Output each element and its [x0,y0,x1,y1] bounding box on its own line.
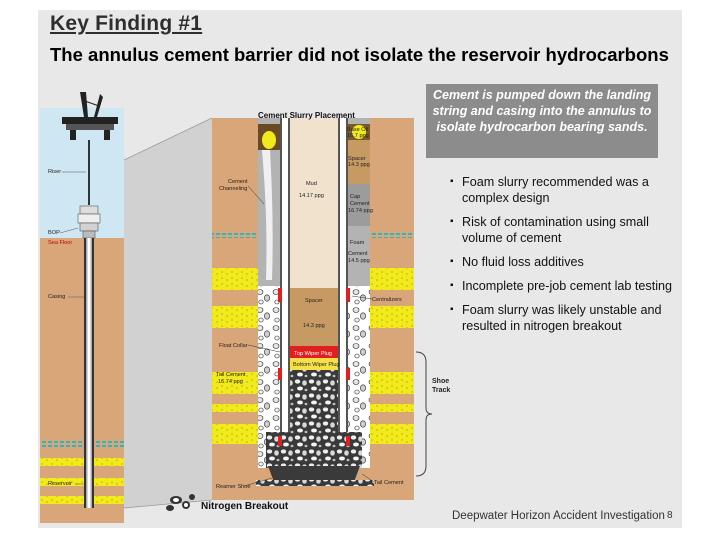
shoe-track-label: Shoe [432,378,449,385]
riser-label: Riser [48,169,61,175]
cement-channeling-label-2: Channeling [219,186,247,192]
nitrogen-breakout-icon [166,494,195,511]
sea-floor-label: Sea Floor [48,240,72,246]
mud-column [290,118,338,288]
sand-zone [212,404,258,412]
bottom-wiper-plug [290,358,338,370]
foam-cement-left [258,286,280,468]
zoom-connector [124,118,212,508]
tail-cement-right-label: Tail Cement [374,480,404,486]
nitrogen-breakout-legend: Nitrogen Breakout [201,501,289,512]
sand-zone [212,424,258,444]
drilling-rig-icon [62,92,118,140]
tail-cement-left-label: Tail Cement [216,372,246,378]
sand-zone [370,424,414,444]
base-oil-left [262,131,276,149]
bullet-item: Risk of contamination using small volume… [450,214,674,246]
sand-zone [212,268,258,290]
bop-label: BOP [48,230,60,236]
base-oil-label: Base Oil [347,127,368,133]
cap-cement-label-2: Cement [350,201,370,207]
sand-zone [212,306,258,328]
reservoir-marker-band [40,440,124,448]
hydrocarbon-marker [212,232,258,238]
shoe-track-bracket [415,351,433,477]
subsea-formation [40,238,124,523]
spacer-annulus [348,140,370,184]
bottom-wiper-plug-label: Bottom Wiper Plug [293,362,340,368]
sand-zone [370,404,414,412]
base-oil-right [352,125,366,139]
reamer-shoe [268,466,360,482]
callout-box: Cement is pumped down the landing string… [426,84,658,158]
sand-band [40,458,124,466]
hydrocarbon-marker [370,232,414,238]
bullet-item: Incomplete pre-job cement lab testing [450,278,674,294]
top-wiper-plug-label: Top Wiper Plug [294,351,332,357]
centralizers-label: Centralizers [372,297,402,303]
float-collar-label: Float Collar [219,343,248,349]
sand-zone [370,268,414,290]
sand-zone [370,372,414,394]
cap-cement-label: Cap [350,194,360,200]
base-oil-weight: 16.7 ppg [347,133,369,139]
foam-cement-right [348,286,370,468]
cement-channeling-streak [262,150,273,280]
bullet-item: Foam slurry recommended was a complex de… [450,174,674,206]
spacer-inner-weight: 14.3 ppg [303,323,325,329]
sand-zone [370,306,414,328]
bullet-item: No fluid loss additives [450,254,674,270]
mud-label: Mud [306,181,317,187]
bullet-item: Foam slurry was likely unstable and resu… [450,302,674,334]
centralizer-icons [278,288,350,446]
footer-text: Deepwater Horizon Accident Investigation [452,510,665,522]
shoe-track-label-2: Track [432,387,450,394]
spacer-top-weight: 14.3 ppg [348,162,370,168]
slide-title: Key Finding #1 [50,12,203,35]
top-wiper-plug [290,346,338,358]
reamer-shoe-label: Reamer Shoe [216,484,251,490]
cap-cement-annulus [348,184,370,226]
finding-bullet-list: Foam slurry recommended was a complex de… [450,174,674,342]
reservoir-label: Reservoir [48,481,72,487]
page-number: 8 [667,510,673,521]
spacer-inner-label: Spacer [305,298,323,304]
slide-subtitle: The annulus cement barrier did not isola… [50,44,669,65]
tail-cement-left-weight: 16.74 ppg [218,379,243,385]
mud-weight: 14.17 ppg [299,193,324,199]
spacer-top-label: Spacer [348,156,366,162]
bop-icon [77,205,101,239]
sand-zone [212,372,258,394]
spacer-column [290,288,338,346]
foam-cement-weight: 14.5 ppg [348,258,370,264]
foam-cement-label: Foam [350,240,365,246]
cap-cement-weight: 16.74 ppg [348,208,373,214]
foam-cement-label-2: Cement [348,251,368,257]
cement-channeling-label: Cement [228,179,248,185]
slurry-diagram-title: Cement Slurry Placement [258,111,355,120]
sand-band [40,478,124,486]
sand-band [40,496,124,504]
casing-label: Casing [48,294,65,300]
